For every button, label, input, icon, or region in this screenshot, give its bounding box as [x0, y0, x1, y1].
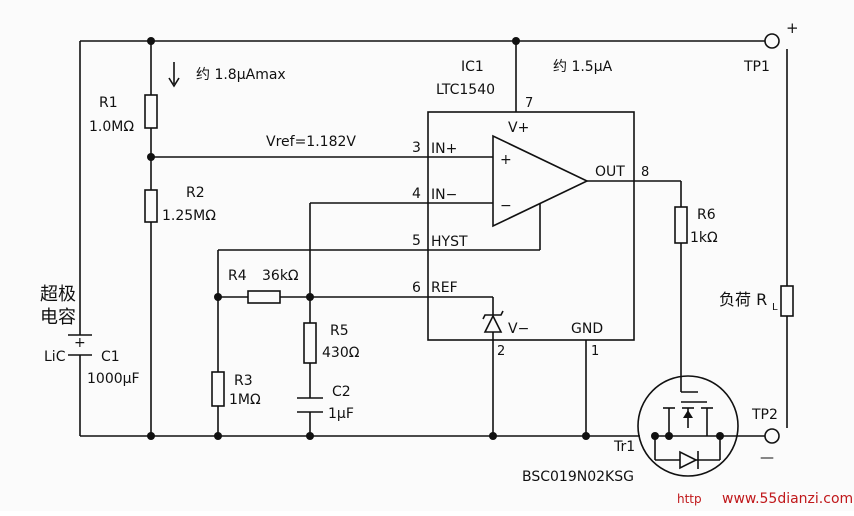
pin-vplus-number: 7: [525, 96, 533, 111]
resistor-r1: R1 1.0MΩ: [89, 94, 158, 135]
capacitor-c1: + 超极 电容 LiC C1 1000μF: [40, 284, 140, 387]
c1-name: C1: [101, 349, 120, 365]
load-label-subscript: L: [772, 302, 778, 313]
r2-value: 1.25MΩ: [162, 208, 216, 224]
r1-value: 1.0MΩ: [89, 119, 134, 135]
r5-value: 430Ω: [322, 345, 360, 361]
mosfet-icon: [637, 375, 739, 477]
pin-out-label: OUT: [595, 164, 625, 180]
pin-ref-label: REF: [431, 280, 458, 296]
resistor-r4: R4 36kΩ: [228, 268, 299, 304]
ic-part: LTC1540: [436, 82, 495, 98]
pin-vminus-label: V−: [508, 321, 529, 337]
pin-gnd-label: GND: [571, 321, 603, 337]
r2-name: R2: [186, 185, 205, 201]
pin-vminus-number: 2: [497, 344, 505, 359]
c1-value: 1000μF: [87, 371, 140, 387]
resistor-icon: [780, 285, 794, 317]
pin-hyst-label: HYST: [431, 234, 468, 250]
pin-gnd-number: 1: [591, 344, 599, 359]
ic1-ltc1540: IC1 LTC1540 + − 7 V+ 3 IN+ 4 IN− 5 HYST …: [412, 59, 649, 359]
capacitor-icon: [68, 334, 92, 356]
current-annotation-r1: 约 1.8μAmax: [168, 62, 286, 88]
terminal-circle-icon: [764, 33, 780, 49]
capacitor-c2: C2 1μF: [297, 384, 354, 422]
load-rl: 负荷 R L: [719, 285, 794, 317]
resistor-r3: R3 1MΩ: [211, 371, 261, 408]
watermark-prefix: http: [677, 492, 702, 506]
tp2-minus-sign: —: [760, 450, 774, 466]
r3-name: R3: [234, 373, 253, 389]
r1-current-text: 约 1.8μAmax: [196, 67, 286, 83]
tp2-label: TP2: [751, 407, 778, 423]
resistor-r5: R5 430Ω: [303, 322, 360, 364]
ic-ref: IC1: [461, 59, 484, 75]
vref-label: Vref=1.182V: [266, 134, 356, 150]
tr1-part: BSC019N02KSG: [522, 469, 634, 485]
resistor-r6: R6 1kΩ: [674, 206, 718, 246]
r6-name: R6: [697, 207, 716, 223]
comparator-minus: −: [500, 198, 512, 214]
c2-value: 1μF: [328, 406, 354, 422]
pin-inplus-number: 3: [412, 140, 421, 156]
c1-polarity: +: [74, 335, 86, 351]
resistor-icon: [674, 206, 688, 244]
capacitor-icon: [297, 397, 323, 413]
tp1-label: TP1: [743, 59, 770, 75]
r4-value: 36kΩ: [262, 268, 299, 284]
resistor-r2: R2 1.25MΩ: [144, 185, 216, 224]
down-arrow-icon: [168, 62, 180, 88]
resistor-icon: [144, 94, 158, 129]
supercap-label-line1: 超极: [40, 284, 76, 305]
tr1-name: Tr1: [613, 439, 635, 455]
c2-name: C2: [332, 384, 351, 400]
resistor-icon: [247, 290, 281, 304]
terminal-circle-icon: [764, 428, 780, 444]
mosfet-tr1: Tr1 BSC019N02KSG: [522, 375, 739, 485]
c1-type: LiC: [44, 349, 66, 365]
load-label: 负荷 R: [719, 290, 767, 309]
resistor-icon: [211, 371, 225, 407]
comparator-plus: +: [500, 152, 512, 168]
r4-name: R4: [228, 268, 247, 284]
r6-value: 1kΩ: [690, 230, 718, 246]
r1-name: R1: [99, 95, 118, 111]
junction-dots: [147, 37, 724, 440]
pin-ref-number: 6: [412, 280, 421, 296]
tp2-terminal: TP2 —: [751, 407, 780, 466]
pin-hyst-number: 5: [412, 233, 421, 249]
pin-inminus-label: IN−: [431, 187, 457, 203]
wires: [79, 40, 788, 437]
zener-diode-icon: [482, 310, 504, 333]
pin-vplus-label: V+: [508, 120, 529, 136]
ic-current-text: 约 1.5μA: [553, 59, 613, 75]
watermark: http www.55dianzi.com: [677, 491, 853, 507]
tp1-terminal: + TP1: [743, 19, 799, 75]
resistor-icon: [303, 322, 317, 364]
supercap-label-line2: 电容: [40, 307, 76, 328]
comparator-icon: [492, 134, 589, 228]
ic-body: [427, 111, 635, 341]
tp1-plus-sign: +: [786, 19, 799, 37]
pin-out-number: 8: [641, 165, 649, 180]
pin-inplus-label: IN+: [431, 141, 457, 157]
r3-value: 1MΩ: [229, 392, 261, 408]
watermark-url: www.55dianzi.com: [722, 491, 853, 507]
pin-inminus-number: 4: [412, 186, 421, 202]
r5-name: R5: [330, 323, 349, 339]
resistor-icon: [144, 189, 158, 223]
